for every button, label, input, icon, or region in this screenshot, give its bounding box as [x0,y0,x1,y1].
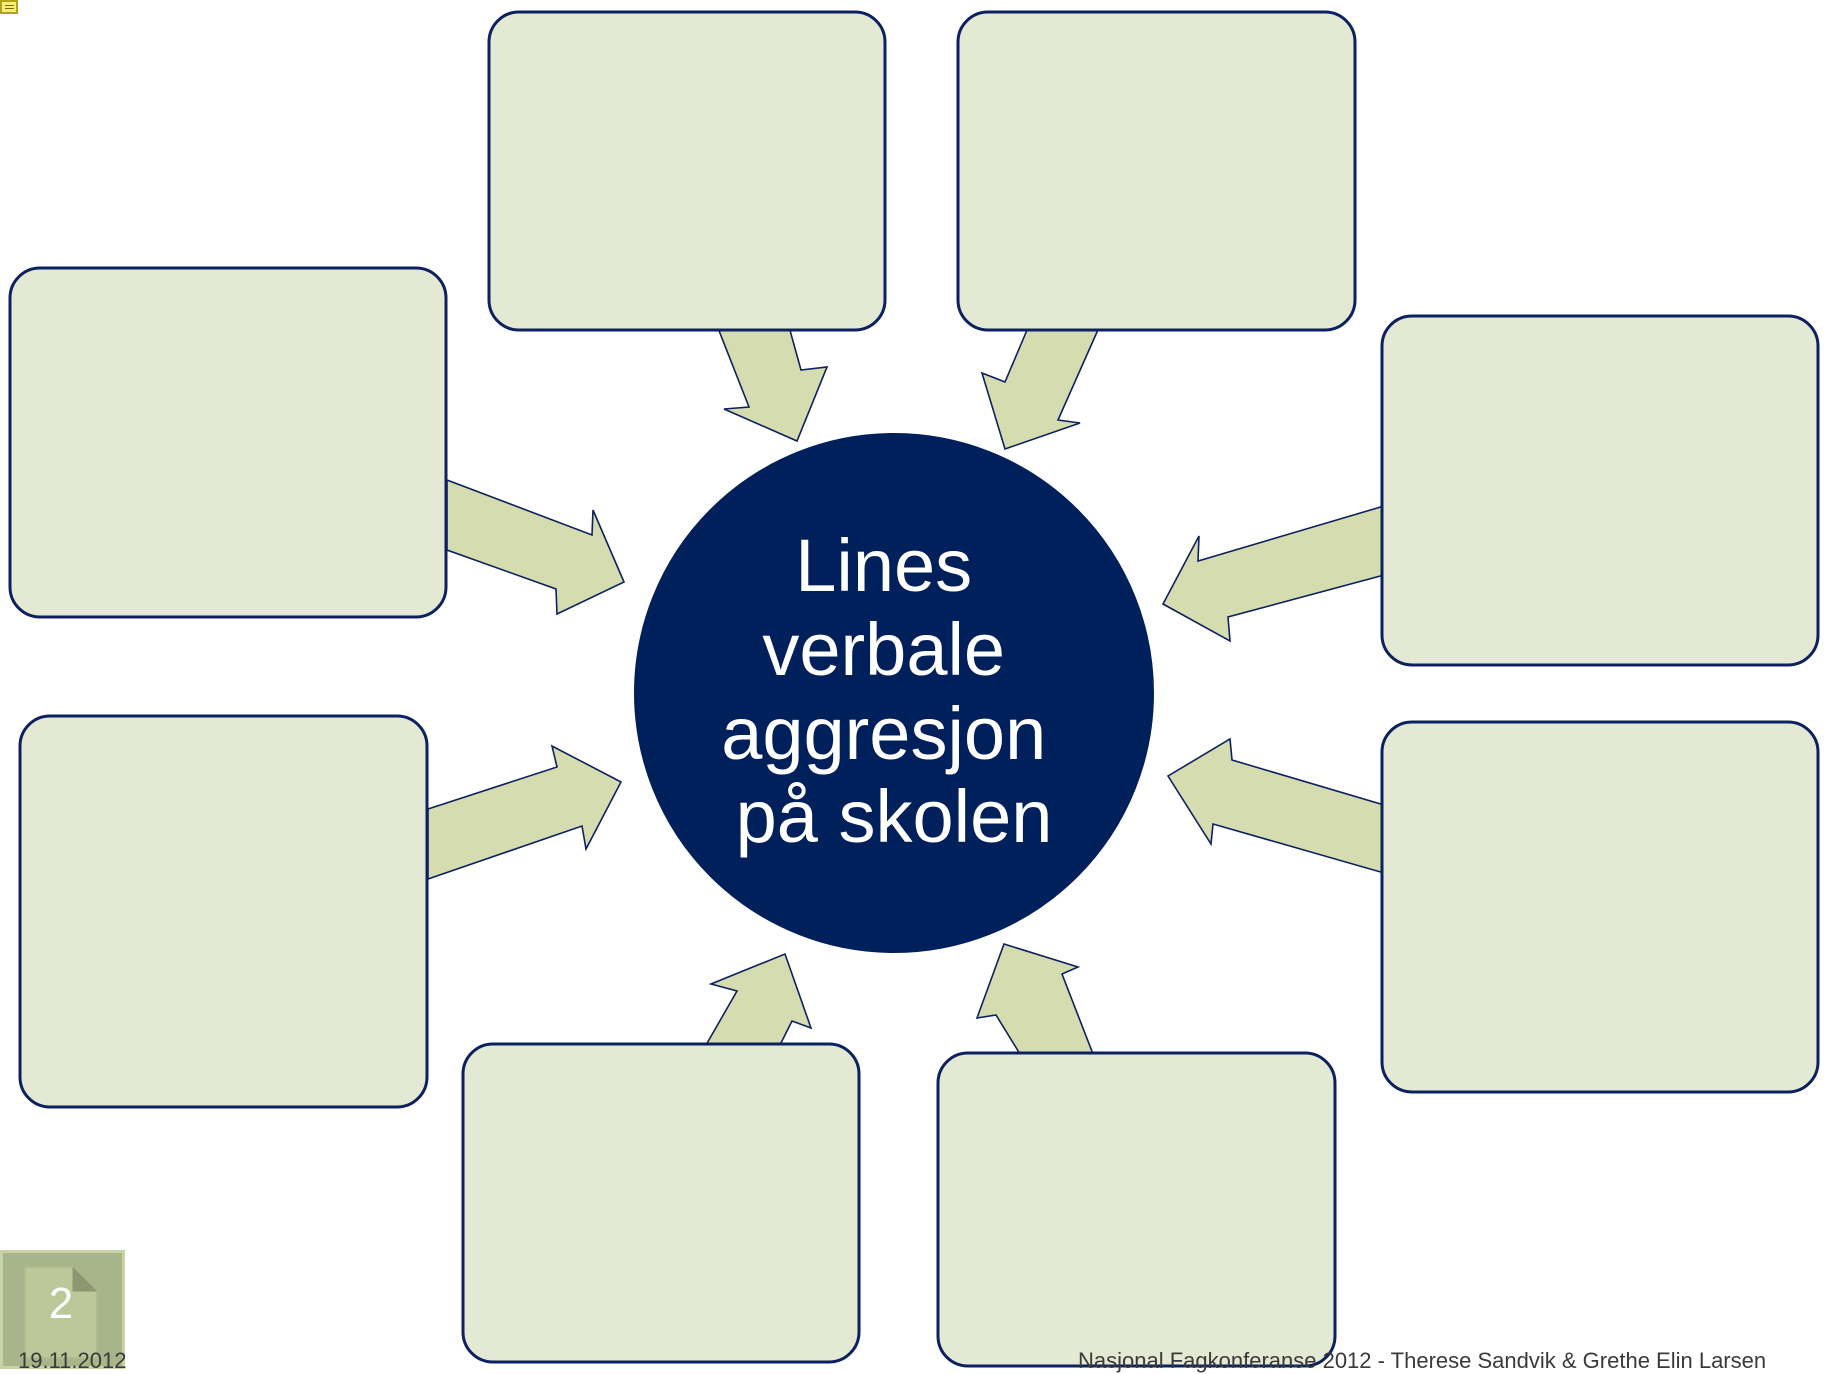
central-topic-line-1: Lines [795,524,972,607]
document-icon [24,1266,98,1359]
box-left-lower [18,714,429,1109]
comment-note-icon[interactable] [0,0,18,14]
arrow-bottom-left-to-center [704,952,813,1046]
box-top-left [487,10,887,332]
footer-date: 19.11.2012 [18,1348,127,1373]
box-right-upper [1380,314,1820,667]
box-bottom-left [461,1042,861,1364]
arrow-bottom-right-to-center [975,943,1095,1055]
arrow-left-lower-to-center [427,744,623,881]
central-topic-line-4: på skolen [736,775,1053,858]
central-topic-line-3: aggresjon [721,692,1046,775]
box-right-lower [1380,720,1820,1094]
central-topic-line-2: verbale [762,608,1005,691]
box-bottom-right [936,1051,1337,1368]
arrow-top-right-to-center [980,322,1103,451]
slide-number-badge: 2 [0,1250,125,1369]
slide-number: 2 [48,1279,74,1328]
arrow-right-upper-to-center [1161,504,1385,643]
box-left-upper [8,266,448,619]
central-topic-text: Lines verbale aggresjon på skolen [721,524,1067,858]
arrow-top-left-to-center [714,322,829,443]
footer-credit: Nasjonal Fagkonferanse 2012 - Therese Sa… [1078,1348,1767,1373]
central-topic-circle [632,431,1156,955]
arrow-right-lower-to-center [1166,737,1385,875]
box-top-right [956,10,1357,332]
arrow-left-upper-to-center [446,478,626,616]
